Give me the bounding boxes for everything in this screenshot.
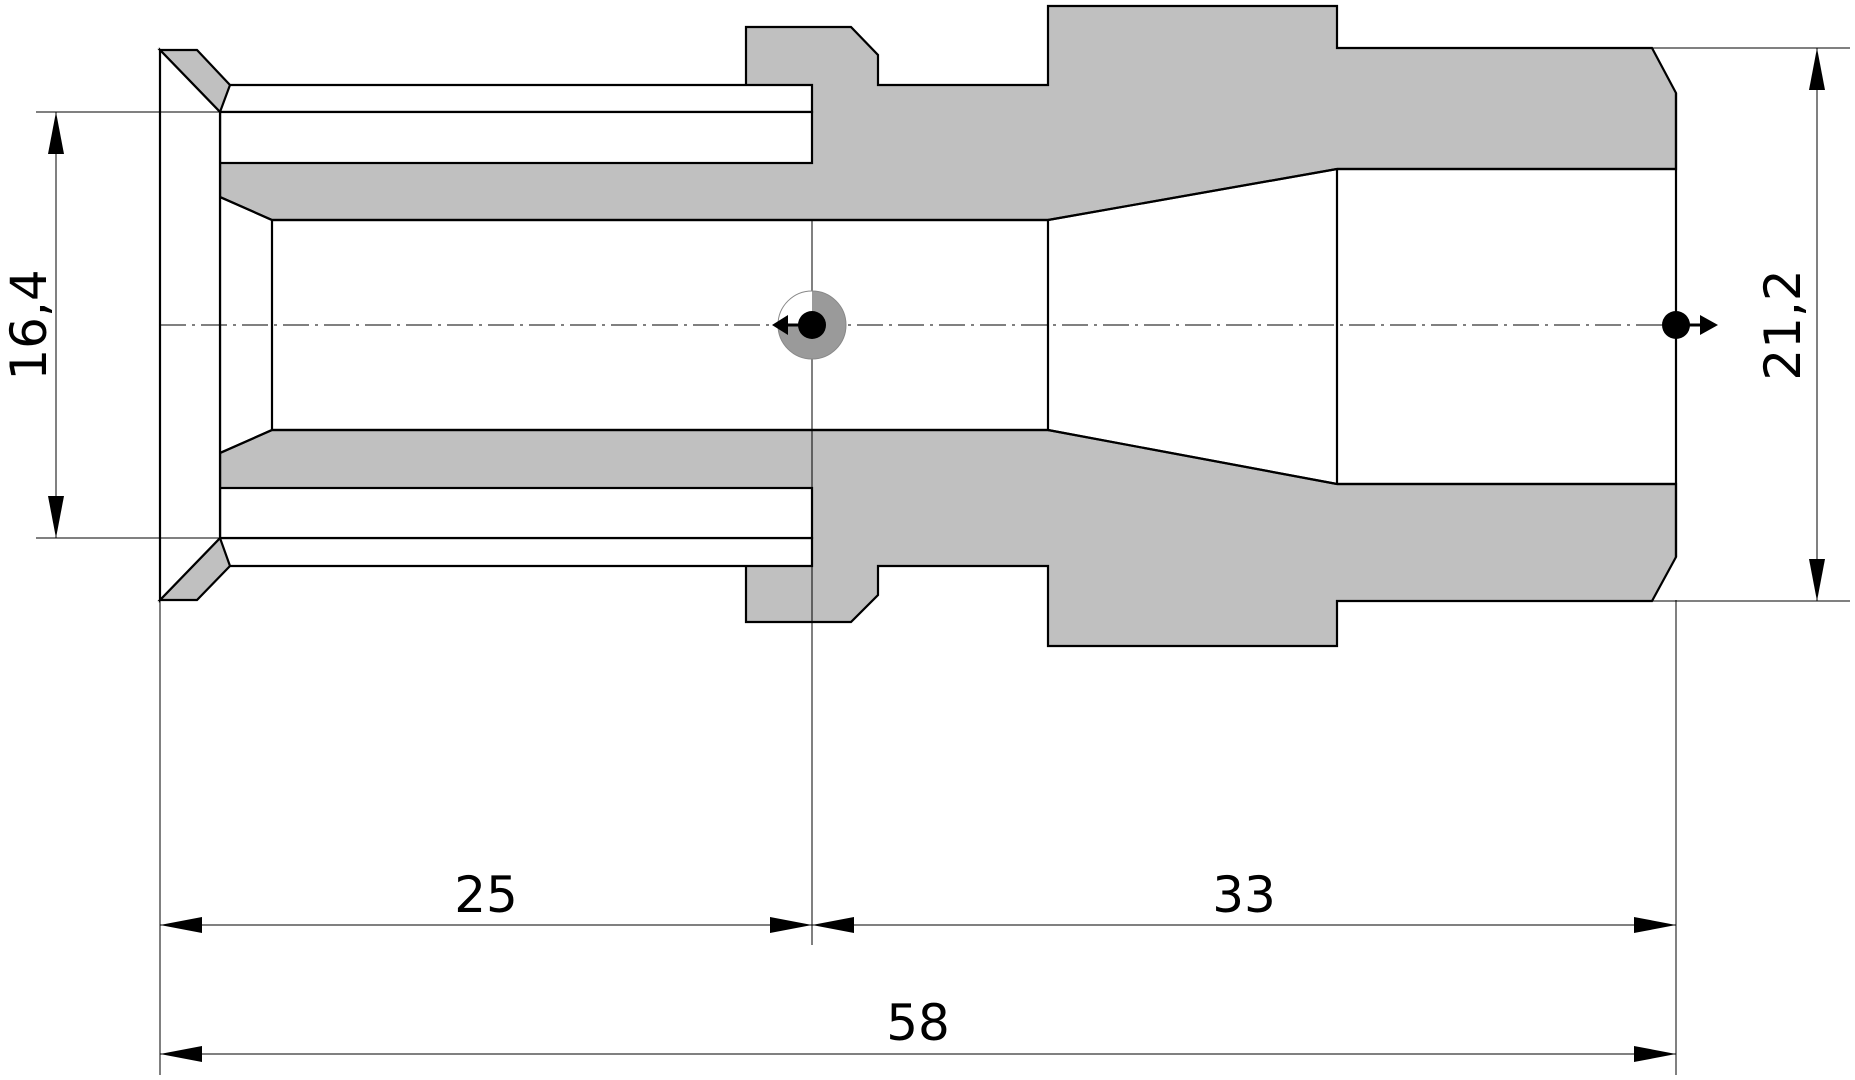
sleeve-gap-lower [218,486,814,540]
dimension-label-21-2: 21,2 [1754,269,1812,380]
dimension-label-58: 58 [886,994,950,1052]
outlet-diameter-dimension: 21,2 [1652,47,1850,602]
horizontal-dimensions: 25 33 58 [159,600,1677,1075]
fitting-cross-section [157,4,1678,648]
dimension-label-33: 33 [1212,866,1276,924]
inlet-diameter-dimension: 16,4 [0,111,220,539]
sleeve-gap-upper [218,110,814,165]
dimension-label-16-4: 16,4 [0,269,58,380]
inlet-connection-symbol [772,290,847,360]
dimension-label-25: 25 [454,866,518,924]
outlet-connection-symbol [1662,311,1718,339]
